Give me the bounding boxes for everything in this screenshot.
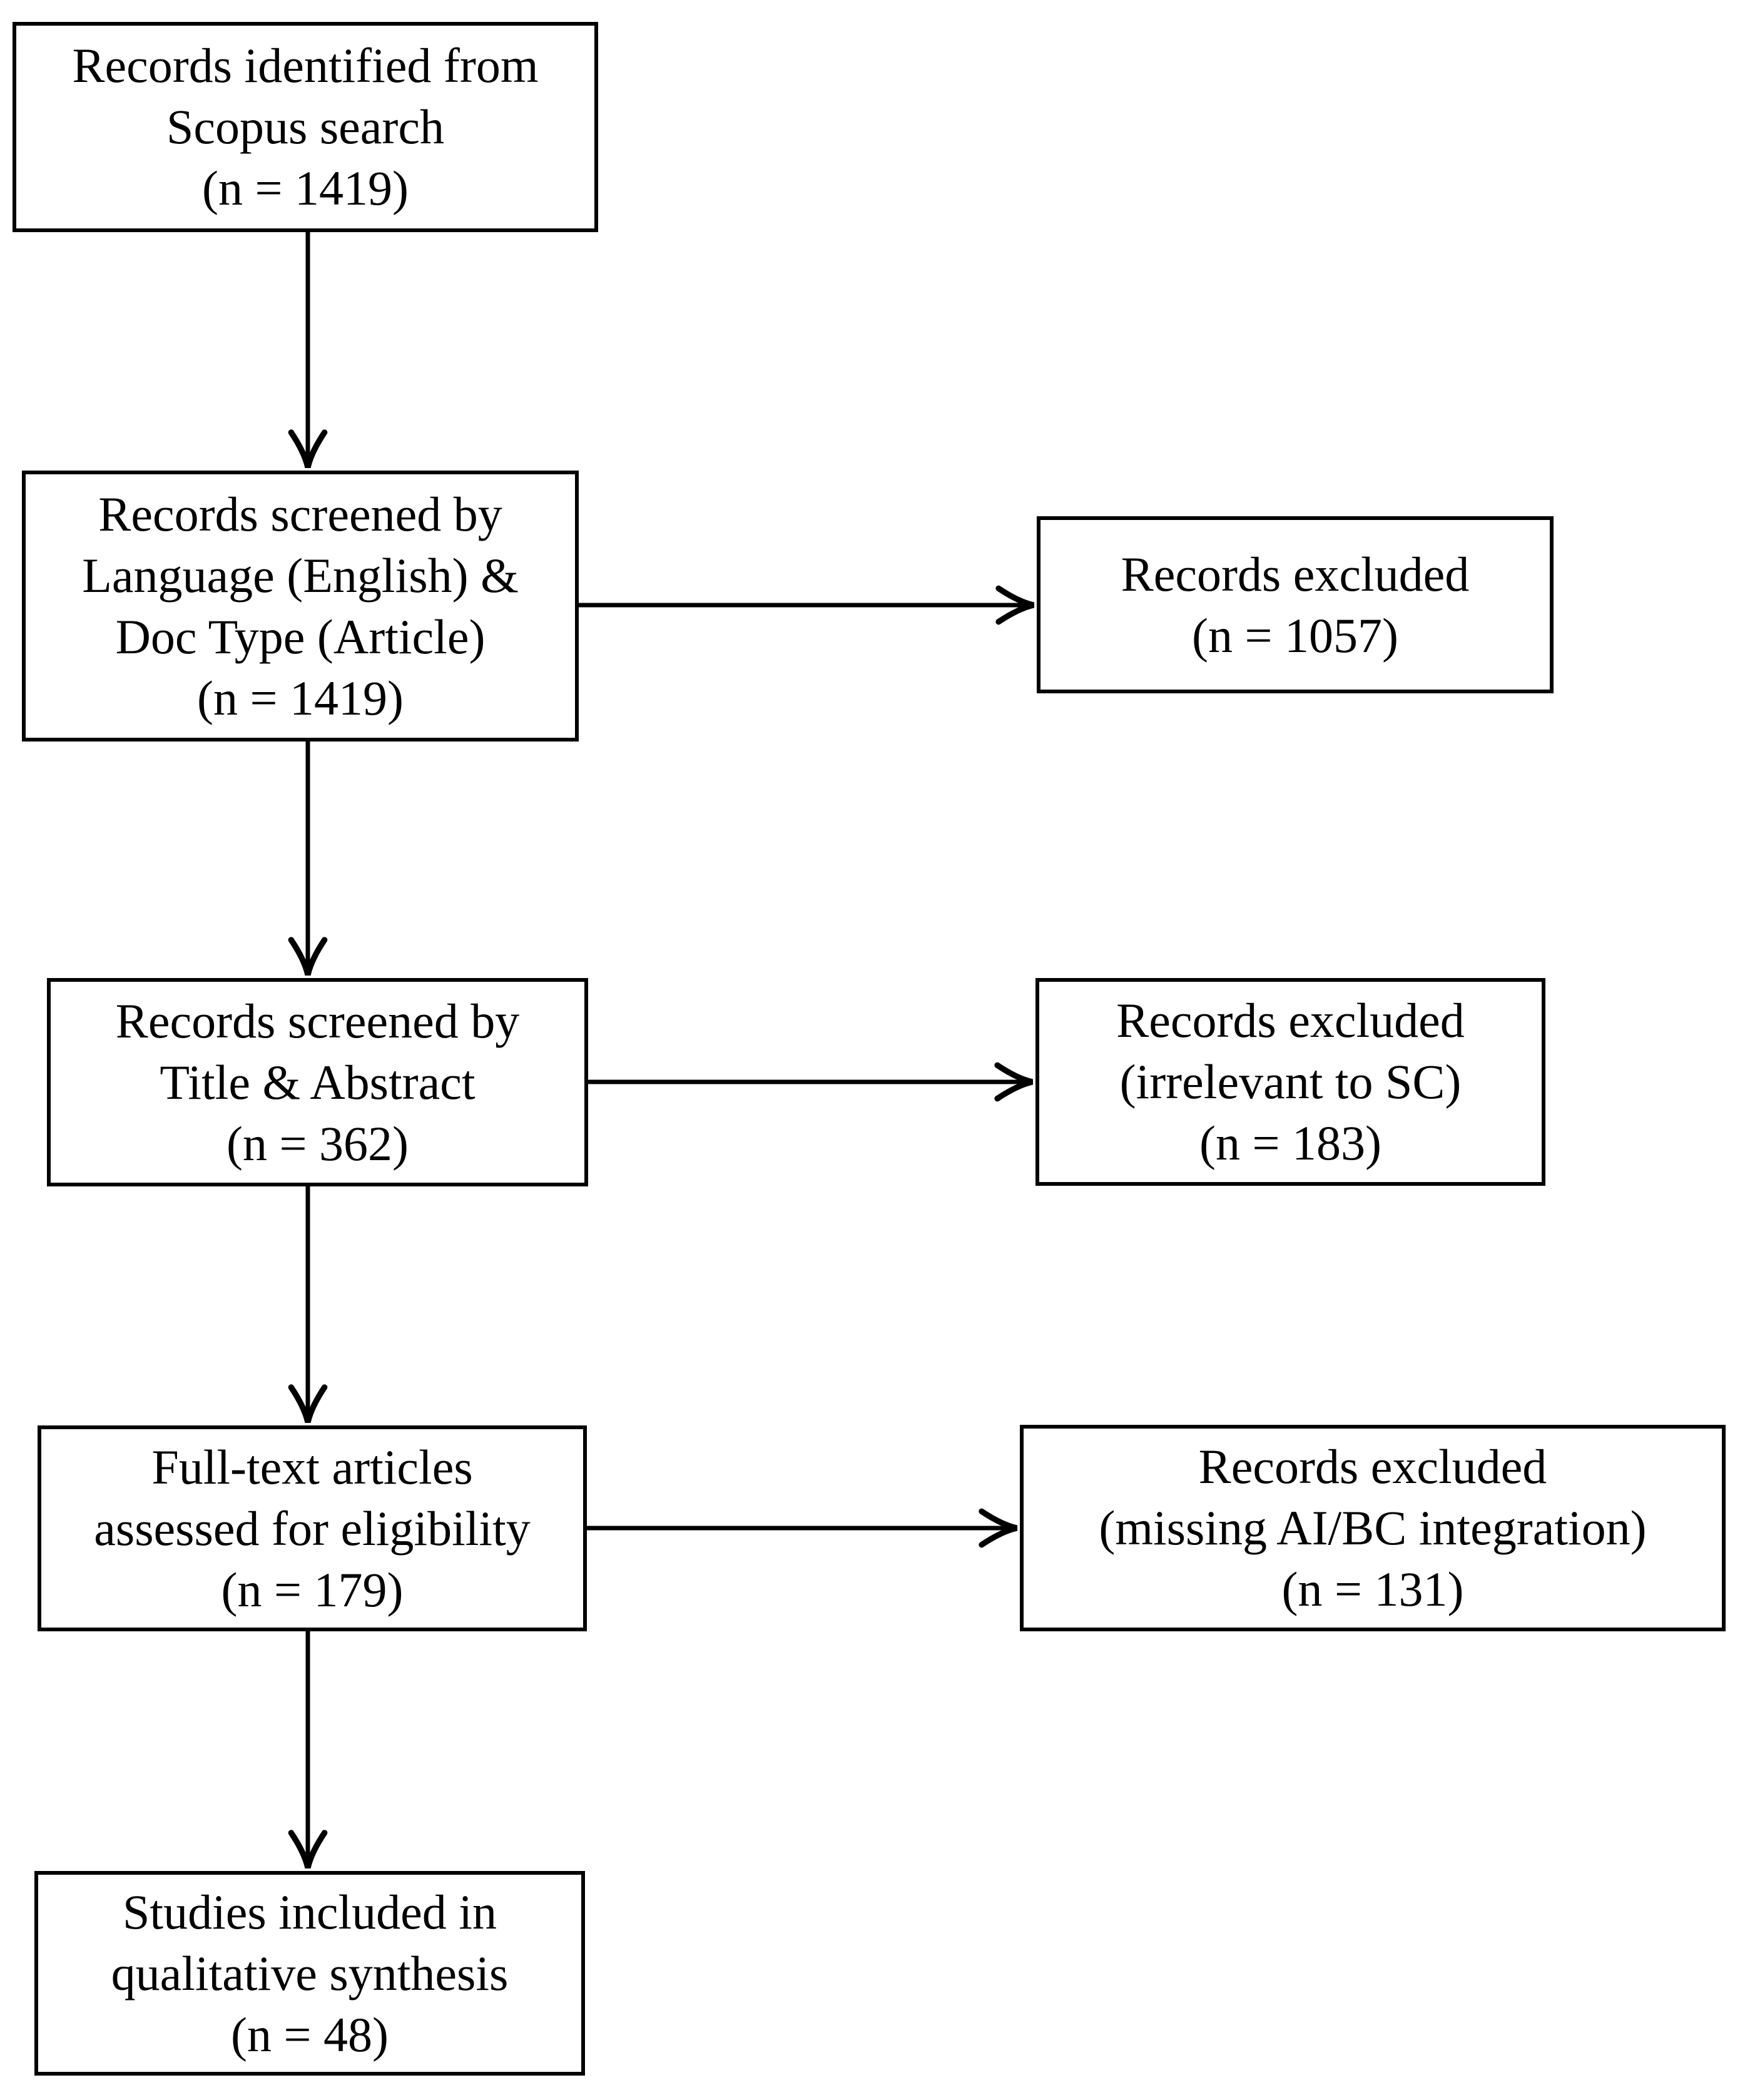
node-text-line: Studies included in bbox=[123, 1884, 497, 1939]
node-count: (n = 1419) bbox=[202, 161, 409, 215]
node-text-line: Records identified from bbox=[72, 38, 539, 93]
node-text-line: Doc Type (Article) bbox=[115, 609, 486, 664]
node-text-line: Records excluded bbox=[1198, 1439, 1547, 1494]
node-records-excluded-missing-aibc: Records excluded (missing AI/BC integrat… bbox=[1020, 1425, 1726, 1631]
node-count: (n = 48) bbox=[231, 2007, 389, 2062]
node-count: (n = 362) bbox=[226, 1116, 409, 1171]
node-text-line: assessed for eligibility bbox=[94, 1501, 531, 1556]
node-records-excluded-1057: Records excluded (n = 1057) bbox=[1037, 516, 1554, 693]
node-count: (n = 1057) bbox=[1192, 608, 1398, 663]
node-count: (n = 131) bbox=[1281, 1562, 1464, 1616]
node-text-line: Full-text articles bbox=[151, 1439, 473, 1494]
node-screened-title-abstract: Records screened by Title & Abstract (n … bbox=[47, 978, 588, 1186]
node-text-line: Title & Abstract bbox=[160, 1054, 476, 1109]
node-text-line: qualitative synthesis bbox=[111, 1945, 509, 2001]
node-text-line: Scopus search bbox=[166, 99, 445, 154]
node-text-line: Records excluded bbox=[1121, 546, 1470, 601]
node-fulltext-assessed: Full-text articles assessed for eligibil… bbox=[38, 1425, 587, 1631]
node-count: (n = 183) bbox=[1199, 1116, 1381, 1170]
node-count: (n = 179) bbox=[221, 1562, 404, 1617]
node-screened-language-doctype: Records screened by Language (English) &… bbox=[22, 471, 579, 742]
node-text-line: Language (English) & bbox=[82, 548, 519, 603]
node-text-line: (missing AI/BC integration) bbox=[1099, 1501, 1647, 1555]
node-records-excluded-irrelevant: Records excluded (irrelevant to SC) (n =… bbox=[1035, 978, 1545, 1186]
node-text-line: Records excluded bbox=[1116, 993, 1465, 1047]
node-studies-included: Studies included in qualitative synthesi… bbox=[34, 1871, 585, 2076]
node-text-line: Records screened by bbox=[98, 486, 502, 541]
node-records-identified: Records identified from Scopus search (n… bbox=[13, 22, 598, 232]
node-text-line: (irrelevant to SC) bbox=[1119, 1054, 1462, 1109]
node-text-line: Records screened by bbox=[115, 993, 520, 1048]
node-count: (n = 1419) bbox=[197, 670, 404, 725]
